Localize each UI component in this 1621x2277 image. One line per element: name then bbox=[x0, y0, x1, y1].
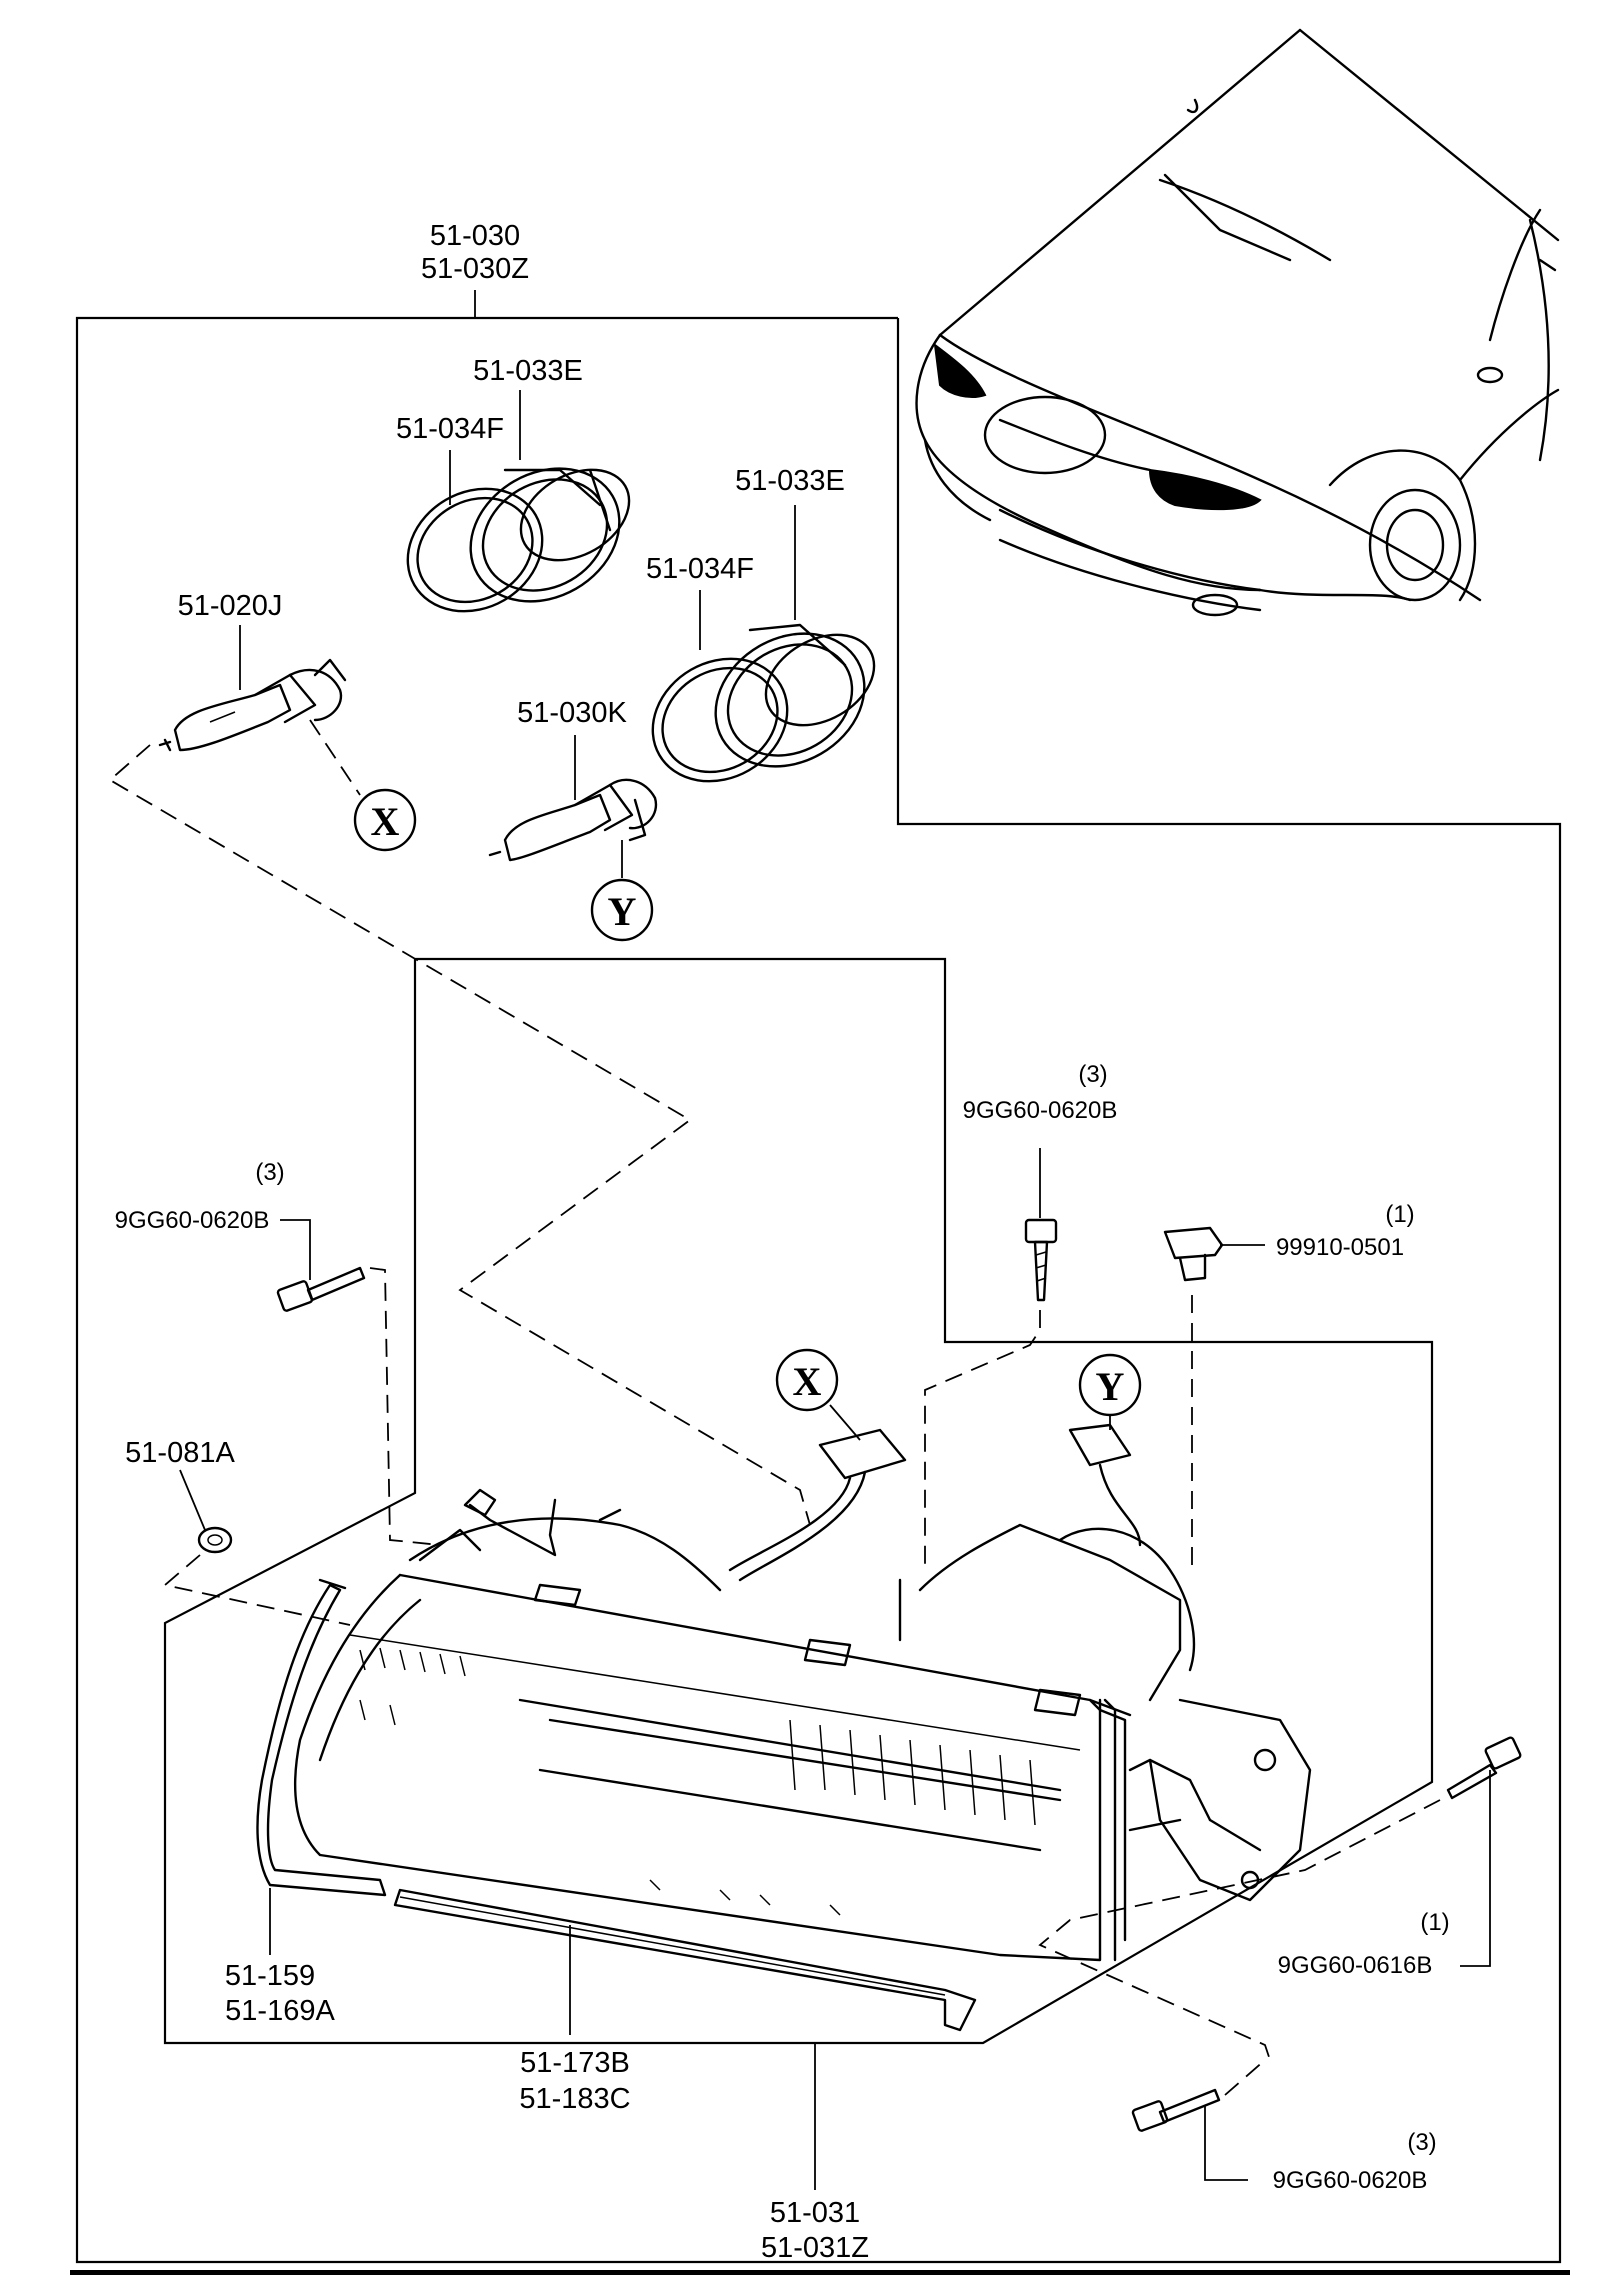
bolt-icon bbox=[1446, 1736, 1522, 1800]
svg-text:X: X bbox=[371, 799, 400, 844]
label-bolt-left-qty: (3) bbox=[255, 1159, 284, 1186]
label-socket-lower: 51-033E bbox=[735, 465, 845, 497]
label-seal-2: 51-169A bbox=[225, 1995, 335, 2027]
svg-text:X: X bbox=[793, 1359, 822, 1404]
socket-ring-icon bbox=[651, 623, 876, 783]
assembly-frame-outer bbox=[75, 316, 1562, 2264]
headlight-lens-icon bbox=[293, 1423, 1312, 1962]
label-bottom-strip-1: 51-173B bbox=[520, 2047, 630, 2079]
label-bulb-y: 51-030K bbox=[517, 697, 627, 729]
label-bottom-strip-2: 51-183C bbox=[519, 2083, 630, 2115]
bolt-icon bbox=[276, 1266, 366, 1312]
label-assembly-top-1: 51-030 bbox=[430, 220, 520, 252]
bolt-icon bbox=[1131, 2088, 1221, 2132]
seal-strip-bottom bbox=[393, 1888, 977, 2032]
label-clip-qty: (1) bbox=[1385, 1201, 1414, 1228]
bottom-rule bbox=[70, 2270, 1570, 2275]
assembly-frame-inner bbox=[163, 957, 1434, 2045]
callout-x-mid: X bbox=[775, 1348, 839, 1412]
label-assembly-bottom-2: 51-031Z bbox=[761, 2232, 869, 2264]
bulb-icon bbox=[158, 658, 347, 752]
callout-y-top: Y bbox=[590, 878, 654, 942]
label-bolt-bottom-part: 9GG60-0620B bbox=[1273, 2167, 1428, 2194]
label-ring-upper: 51-034F bbox=[396, 413, 504, 445]
label-assembly-bottom-1: 51-031 bbox=[770, 2197, 860, 2229]
seal-strip-side bbox=[256, 1578, 387, 1897]
headlight-left-icon bbox=[933, 342, 987, 398]
clip-icon bbox=[1163, 1226, 1224, 1282]
car-front-view-icon bbox=[915, 28, 1560, 617]
svg-text:Y: Y bbox=[608, 889, 637, 934]
bulb-icon bbox=[488, 778, 658, 862]
label-bolt-bottom-qty: (3) bbox=[1407, 2129, 1436, 2156]
label-screw-right-part: 9GG60-0616B bbox=[1278, 1952, 1433, 1979]
label-bolt-top-part: 9GG60-0620B bbox=[963, 1097, 1118, 1124]
label-assembly-top-2: 51-030Z bbox=[421, 253, 529, 285]
label-bulb-x: 51-020J bbox=[178, 590, 283, 622]
label-ring-lower: 51-034F bbox=[646, 553, 754, 585]
label-nut-left: 51-081A bbox=[125, 1437, 235, 1469]
nut-icon bbox=[197, 1526, 233, 1554]
label-bolt-top-qty: (3) bbox=[1078, 1061, 1107, 1088]
label-socket-upper: 51-033E bbox=[473, 355, 583, 387]
label-screw-right-qty: (1) bbox=[1420, 1909, 1449, 1936]
headlight-right-icon bbox=[1148, 468, 1262, 511]
label-clip-part: 99910-0501 bbox=[1276, 1234, 1404, 1261]
callout-x-top: X bbox=[353, 788, 417, 852]
bolt-icon bbox=[1024, 1218, 1058, 1302]
svg-text:Y: Y bbox=[1096, 1364, 1125, 1409]
socket-ring-icon bbox=[406, 467, 631, 613]
callout-y-mid: Y bbox=[1078, 1353, 1142, 1417]
label-seal-1: 51-159 bbox=[225, 1960, 315, 1992]
label-bolt-left-part: 9GG60-0620B bbox=[115, 1207, 270, 1234]
